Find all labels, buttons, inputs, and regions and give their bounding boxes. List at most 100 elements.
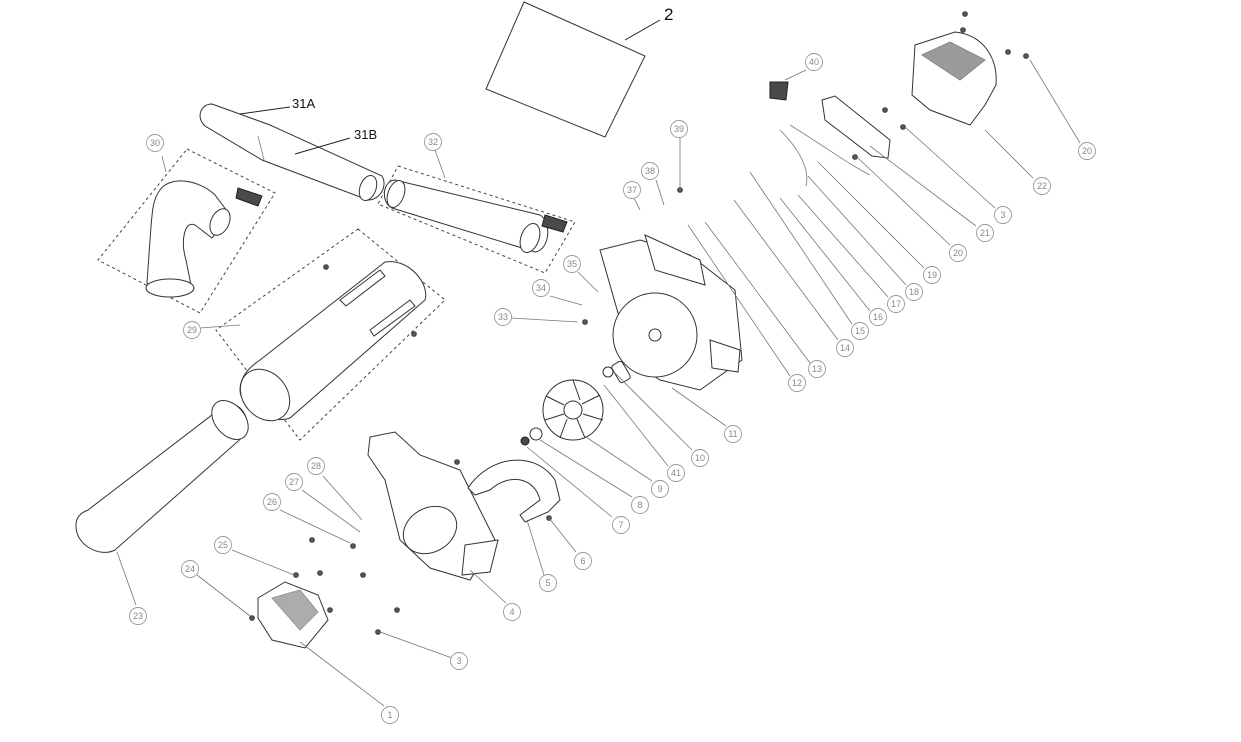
callout-number: 14 bbox=[840, 343, 850, 353]
callout-40: 40 bbox=[805, 53, 823, 71]
callout-circle bbox=[905, 283, 923, 301]
part-manual-sheet bbox=[485, 1, 661, 138]
callout-number: 23 bbox=[133, 611, 143, 621]
callout-6: 6 bbox=[574, 552, 592, 570]
callout-number: 1 bbox=[387, 710, 392, 720]
callout-39: 39 bbox=[670, 120, 688, 138]
callout-circle bbox=[532, 279, 550, 297]
callout-number: 26 bbox=[267, 497, 277, 507]
callout-number: 22 bbox=[1037, 181, 1047, 191]
part-nozzle-tube bbox=[199, 103, 385, 202]
callout-3b: 3 bbox=[450, 652, 468, 670]
callout-circle bbox=[724, 425, 742, 443]
callout-circle bbox=[307, 457, 325, 475]
callout-number: 35 bbox=[567, 259, 577, 269]
callout-circle bbox=[869, 308, 887, 326]
group-elbow-assembly bbox=[97, 148, 276, 314]
callout-24: 24 bbox=[181, 560, 199, 578]
callout-number: 20 bbox=[1082, 146, 1092, 156]
callout-15: 15 bbox=[851, 322, 869, 340]
callout-number: 19 bbox=[927, 270, 937, 280]
callout-circle bbox=[129, 607, 147, 625]
part-engine-cover bbox=[911, 31, 1034, 179]
callout-number: 6 bbox=[580, 556, 585, 566]
callout-circle bbox=[263, 493, 281, 511]
callout-38: 38 bbox=[641, 162, 659, 180]
callout-29: 29 bbox=[183, 321, 201, 339]
callout-number: 3 bbox=[1000, 210, 1005, 220]
callout-4: 4 bbox=[503, 603, 521, 621]
callout-number: 32 bbox=[428, 137, 438, 147]
label-part-31b: 31B bbox=[354, 127, 377, 142]
callout-circle bbox=[146, 134, 164, 152]
callout-circle bbox=[214, 536, 232, 554]
callout-41: 41 bbox=[667, 464, 685, 482]
label-part-31a: 31A bbox=[292, 96, 315, 111]
callout-13: 13 bbox=[808, 360, 826, 378]
callout-17: 17 bbox=[887, 295, 905, 313]
callout-circle bbox=[494, 308, 512, 326]
callout-20b: 20 bbox=[949, 244, 967, 262]
callout-9: 9 bbox=[651, 480, 669, 498]
callout-21: 21 bbox=[976, 224, 994, 242]
callout-3a: 3 bbox=[994, 206, 1012, 224]
part-rear-handle bbox=[467, 459, 561, 523]
callout-number: 27 bbox=[289, 477, 299, 487]
callout-1: 1 bbox=[381, 706, 399, 724]
callout-circle bbox=[805, 53, 823, 71]
callout-circle bbox=[631, 496, 649, 514]
part-engine-housing bbox=[599, 234, 743, 391]
callout-number: 33 bbox=[498, 312, 508, 322]
callout-8: 8 bbox=[631, 496, 649, 514]
callout-circle bbox=[887, 295, 905, 313]
callout-number: 34 bbox=[536, 283, 546, 293]
callout-circle bbox=[994, 206, 1012, 224]
part-fan-impeller bbox=[520, 379, 604, 446]
callout-circle bbox=[181, 560, 199, 578]
callout-circle bbox=[670, 120, 688, 138]
callout-35: 35 bbox=[563, 255, 581, 273]
callout-7: 7 bbox=[612, 516, 630, 534]
callout-number: 28 bbox=[311, 461, 321, 471]
callout-30: 30 bbox=[146, 134, 164, 152]
leader-lines bbox=[161, 59, 1081, 659]
callout-20a: 20 bbox=[1078, 142, 1096, 160]
group-middle-tube bbox=[215, 228, 446, 441]
fasteners bbox=[249, 11, 1029, 635]
callout-circle bbox=[949, 244, 967, 262]
callout-circle bbox=[788, 374, 806, 392]
part-air-filter-cover bbox=[257, 581, 385, 707]
callout-number: 20 bbox=[953, 248, 963, 258]
callout-25: 25 bbox=[214, 536, 232, 554]
callout-number: 40 bbox=[809, 57, 819, 67]
callout-27: 27 bbox=[285, 473, 303, 491]
callout-circle bbox=[808, 360, 826, 378]
callout-26: 26 bbox=[263, 493, 281, 511]
callout-number: 39 bbox=[674, 124, 684, 134]
callout-number: 29 bbox=[187, 325, 197, 335]
label-part-2: 2 bbox=[664, 5, 673, 24]
callout-19: 19 bbox=[923, 266, 941, 284]
callout-number: 12 bbox=[792, 378, 802, 388]
callout-number: 3 bbox=[456, 656, 461, 666]
callout-circle bbox=[851, 322, 869, 340]
callout-16: 16 bbox=[869, 308, 887, 326]
callout-number: 37 bbox=[627, 185, 637, 195]
callout-circle bbox=[691, 449, 709, 467]
callout-34: 34 bbox=[532, 279, 550, 297]
callout-circle bbox=[623, 181, 641, 199]
callout-10: 10 bbox=[691, 449, 709, 467]
callout-22: 22 bbox=[1033, 177, 1051, 195]
callout-circle bbox=[1033, 177, 1051, 195]
callout-number: 11 bbox=[728, 429, 737, 439]
callout-number: 30 bbox=[150, 138, 160, 148]
callout-circle bbox=[183, 321, 201, 339]
group-straight-tube bbox=[377, 165, 576, 274]
part-outlet-tube bbox=[75, 400, 249, 606]
callout-circle bbox=[976, 224, 994, 242]
callout-32: 32 bbox=[424, 133, 442, 151]
callout-number: 8 bbox=[637, 500, 642, 510]
callout-37: 37 bbox=[623, 181, 641, 199]
